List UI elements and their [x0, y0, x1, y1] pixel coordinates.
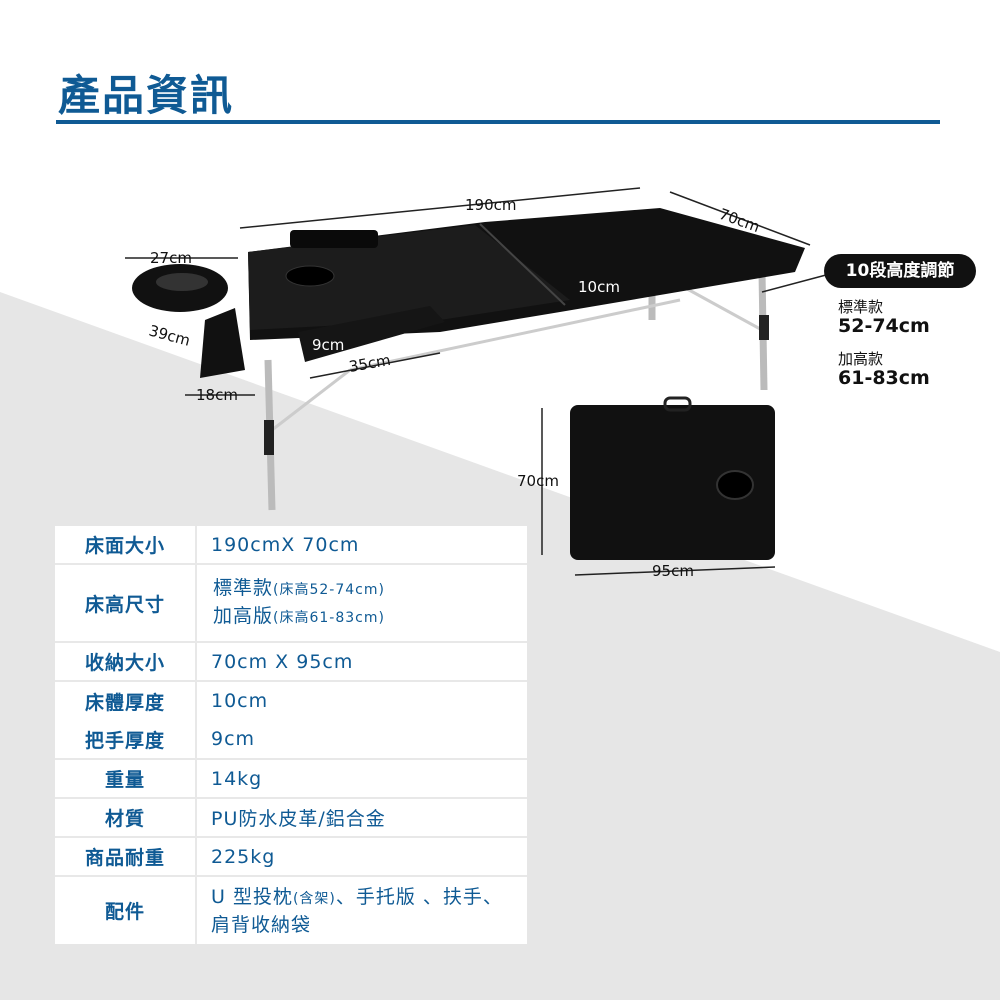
dim-head-width: 27cm — [150, 249, 192, 267]
standard-label: 標準款 — [838, 298, 884, 316]
tall-label: 加高款 — [838, 350, 884, 368]
dim-handle-length: 35cm — [348, 351, 392, 376]
page-title: 產品資訊 — [58, 71, 235, 120]
tall-value: 61-83cm — [838, 367, 930, 389]
title-underline — [56, 120, 940, 124]
standard-value: 52-74cm — [838, 315, 930, 337]
dim-folded-height: 70cm — [517, 472, 559, 490]
dim-length: 190cm — [465, 196, 517, 214]
dim-handle-thickness: 9cm — [312, 336, 344, 354]
spec-row: 配件 U 型投枕(含架)、手托版 、扶手、 肩背收納袋 — [55, 876, 527, 944]
height-adjust-badge: 10段高度調節 — [824, 254, 976, 288]
dim-arm-width: 18cm — [196, 386, 238, 404]
dim-body-thickness: 10cm — [578, 278, 620, 296]
spec-row: 床高尺寸 標準款(床高52-74cm) 加高版(床高61-83cm) — [55, 564, 527, 643]
dim-folded-width: 95cm — [652, 562, 694, 580]
dim-head-depth: 39cm — [147, 321, 192, 349]
